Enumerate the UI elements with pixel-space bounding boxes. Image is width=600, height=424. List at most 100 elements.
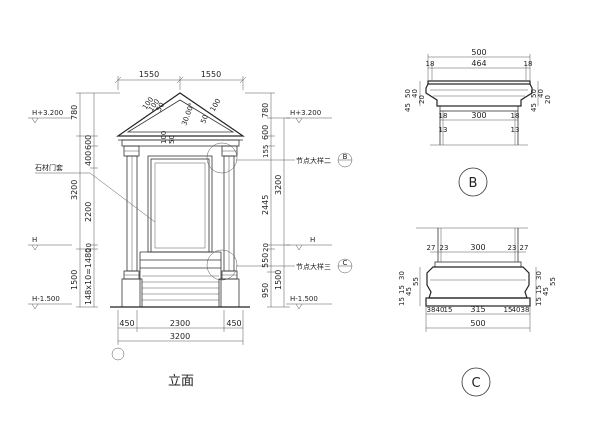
c-top-2: 23 <box>440 244 449 252</box>
level-left-top: H+3.200 <box>32 109 63 117</box>
b-left-3: 40 <box>411 89 419 98</box>
c-left-3: 30 <box>398 271 406 280</box>
c-left-1: 15 <box>398 297 406 306</box>
material-label: 石材门套 <box>35 163 63 172</box>
callout-b-label: 节点大样二 B <box>236 152 353 168</box>
callout-circle-c <box>206 249 238 281</box>
ped-dim-6: 100 <box>209 97 223 113</box>
b-right-3: 40 <box>537 89 545 98</box>
left-inner-1: 600 <box>84 135 93 150</box>
c-right-3: 30 <box>535 271 543 280</box>
detail-c: 27 23 300 23 27 38 40 15 315 15 40 38 50… <box>398 227 557 397</box>
c-top-5: 27 <box>520 244 529 252</box>
right-outer-1: 3200 <box>274 175 283 195</box>
b-low-2: 13 <box>511 126 520 134</box>
b-top-total: 500 <box>471 48 486 57</box>
right-dims: 780 600 155 2445 20 550 950 3200 1500 <box>245 92 290 308</box>
right-inner-6: 550 <box>261 253 270 268</box>
entablature <box>121 139 240 157</box>
detail-b-circle <box>458 167 488 197</box>
bottom-dims: 450 2300 450 3200 <box>117 310 244 345</box>
right-column <box>221 155 238 280</box>
level-left-bot: H-1.500 <box>32 295 60 303</box>
detail-b: 500 18 464 18 18 300 18 13 13 45 50 40 2… <box>404 48 552 197</box>
b-left-1: 45 <box>404 103 412 112</box>
level-right-bot: H-1.500 <box>290 295 318 303</box>
c-left-2: 15 <box>398 285 406 294</box>
left-outer-3: 1500 <box>70 270 79 290</box>
b-right-4: 20 <box>544 95 552 104</box>
c-bot-6: 40 <box>512 306 521 314</box>
c-left-4: 45 <box>405 287 413 296</box>
b-top-3: 18 <box>524 60 533 68</box>
level-left-mid: H <box>32 236 37 244</box>
bottom-dim-3: 450 <box>226 319 241 328</box>
c-bot-2: 40 <box>436 306 445 314</box>
b-right-2: 50 <box>530 89 538 98</box>
left-inner-5: 148x10=1480 <box>84 248 93 305</box>
left-inner-4: 20 <box>85 243 93 252</box>
right-inner-4: 2445 <box>261 195 270 215</box>
left-dims: 780 3200 1500 600 400 2200 20 148x10=148… <box>70 92 120 308</box>
axis-marker <box>111 347 125 361</box>
b-low-1: 13 <box>439 126 448 134</box>
c-bot-7: 38 <box>521 306 530 314</box>
callout-circle-b <box>206 142 238 174</box>
c-top-1: 27 <box>427 244 436 252</box>
callout-c-label: 节点大样三 C <box>236 258 353 274</box>
left-inner-2: 400 <box>84 151 93 166</box>
c-bot-1: 38 <box>427 306 436 314</box>
left-outer-2: 3200 <box>70 180 79 200</box>
callout-c-mark: C <box>343 259 348 267</box>
b-left-2: 50 <box>404 89 412 98</box>
c-bot-3: 15 <box>444 306 453 314</box>
bottom-dim-2: 2300 <box>170 319 190 328</box>
level-right-top: H+3.200 <box>290 109 321 117</box>
right-inner-7: 950 <box>261 283 270 298</box>
c-right-2: 15 <box>535 285 543 294</box>
ped-dim-8: 50 <box>168 135 176 144</box>
b-mid-3: 18 <box>511 112 520 120</box>
right-inner-1: 780 <box>261 103 270 118</box>
c-top-3: 300 <box>470 243 485 252</box>
pediment <box>116 92 245 141</box>
top-dimension: 1550 1550 <box>114 70 247 90</box>
left-inner-3: 2200 <box>84 202 93 222</box>
c-top-4: 23 <box>508 244 517 252</box>
c-bot-5: 15 <box>504 306 513 314</box>
svg-text:节点大样三: 节点大样三 <box>296 262 331 271</box>
detail-b-label: B <box>469 176 478 191</box>
right-inner-5: 20 <box>262 243 270 252</box>
left-column <box>123 155 140 280</box>
right-outer-2: 1500 <box>274 270 283 290</box>
detail-c-label: C <box>471 376 480 391</box>
c-left-5: 55 <box>412 277 420 286</box>
top-dim-2: 1550 <box>201 70 221 79</box>
c-bot-total: 500 <box>470 319 485 328</box>
b-right-1: 45 <box>530 103 538 112</box>
b-top-1: 18 <box>426 60 435 68</box>
ped-angle: 30.00° <box>180 102 196 127</box>
b-mid-2: 300 <box>471 111 486 120</box>
svg-text:节点大样二: 节点大样二 <box>296 156 331 165</box>
c-right-4: 45 <box>542 287 550 296</box>
b-left-4: 20 <box>418 95 426 104</box>
bottom-dim-1: 450 <box>119 319 134 328</box>
level-right-mid: H <box>310 236 315 244</box>
b-mid-1: 18 <box>439 112 448 120</box>
c-right-1: 15 <box>535 297 543 306</box>
c-bot-4: 315 <box>470 305 485 314</box>
door-frame <box>147 155 213 253</box>
b-top-2: 464 <box>471 59 486 68</box>
callout-b-mark: B <box>343 153 348 161</box>
top-dim-1: 1550 <box>139 70 159 79</box>
c-right-5: 55 <box>549 277 557 286</box>
right-inner-3: 155 <box>262 145 270 158</box>
bottom-total: 3200 <box>170 332 190 341</box>
ped-dim-3: 50 <box>155 101 166 113</box>
right-levels: H+3.200 H H-1.500 <box>286 109 332 310</box>
right-inner-2: 600 <box>261 125 270 140</box>
elevation-view: 石材门套 1550 1550 100 100 50 30.00° 50 100 … <box>28 70 353 389</box>
elevation-title: 立面 <box>168 374 194 389</box>
